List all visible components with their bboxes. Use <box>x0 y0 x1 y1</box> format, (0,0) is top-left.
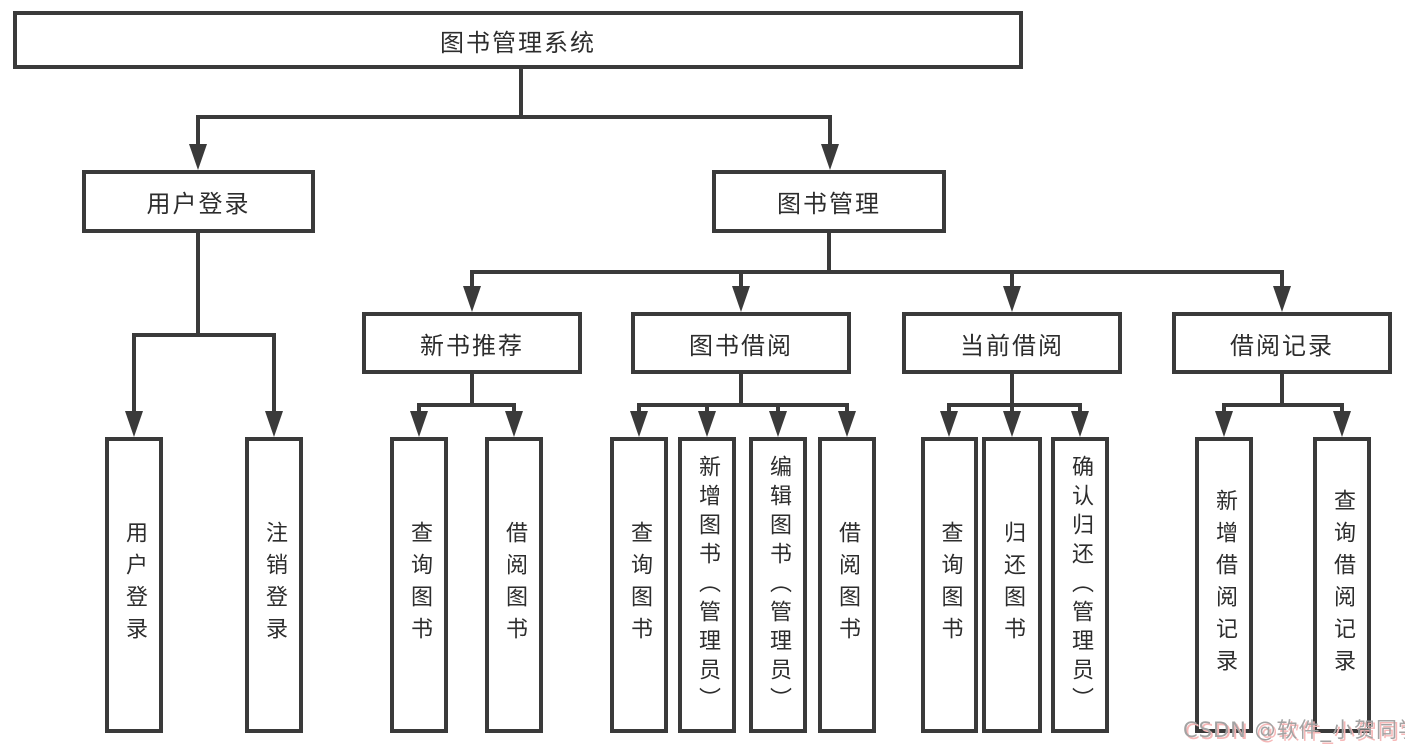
node-label: 用户登录 <box>122 521 147 649</box>
leaf-query-borrow-record: 查询借阅记录 <box>1313 437 1371 733</box>
node-label: 归还图书 <box>1000 521 1025 649</box>
node-label: 图书借阅 <box>689 331 793 360</box>
node-library-management-system: 图书管理系统 <box>13 11 1023 69</box>
node-book-management: 图书管理 <box>712 170 946 233</box>
leaf-edit-book-admin: 编辑图书（管理员） <box>749 437 807 733</box>
node-book-borrow: 图书借阅 <box>631 312 851 374</box>
node-label: 借阅记录 <box>1230 331 1334 360</box>
leaf-query-books-3: 查询图书 <box>921 437 978 733</box>
leaf-add-borrow-record: 新增借阅记录 <box>1195 437 1253 733</box>
leaf-return-books: 归还图书 <box>982 437 1042 733</box>
node-label: 确认归还（管理员） <box>1068 454 1093 716</box>
node-label: 查询借阅记录 <box>1330 489 1355 681</box>
node-label: 新书推荐 <box>420 331 524 360</box>
node-label: 借阅图书 <box>835 521 860 649</box>
leaf-query-books-2: 查询图书 <box>610 437 668 733</box>
node-label: 查询图书 <box>407 521 432 649</box>
node-label: 查询图书 <box>937 521 963 649</box>
node-new-book-recommend: 新书推荐 <box>362 312 582 374</box>
leaf-borrow-books-1: 借阅图书 <box>485 437 543 733</box>
leaf-user-login: 用户登录 <box>105 437 163 733</box>
node-label: 查询图书 <box>627 521 652 649</box>
node-label: 新增图书（管理员） <box>695 454 720 716</box>
node-label: 编辑图书（管理员） <box>766 454 791 716</box>
node-user-login: 用户登录 <box>82 170 315 233</box>
node-label: 当前借阅 <box>960 331 1064 360</box>
node-current-borrow: 当前借阅 <box>902 312 1122 374</box>
node-label: 图书管理 <box>777 190 881 218</box>
node-label: 借阅图书 <box>502 521 527 649</box>
leaf-logout: 注销登录 <box>245 437 303 733</box>
node-label: 用户登录 <box>146 190 251 218</box>
node-label: 图书管理系统 <box>440 28 596 57</box>
node-borrow-records: 借阅记录 <box>1172 312 1392 374</box>
leaf-borrow-books-2: 借阅图书 <box>818 437 876 733</box>
leaf-query-books-1: 查询图书 <box>390 437 448 733</box>
node-label: 新增借阅记录 <box>1212 489 1237 681</box>
node-label: 注销登录 <box>262 521 287 649</box>
leaf-add-book-admin: 新增图书（管理员） <box>678 437 736 733</box>
csdn-watermark: CSDN @软件_小贺同学 <box>1183 718 1405 742</box>
leaf-confirm-return-admin: 确认归还（管理员） <box>1051 437 1109 733</box>
